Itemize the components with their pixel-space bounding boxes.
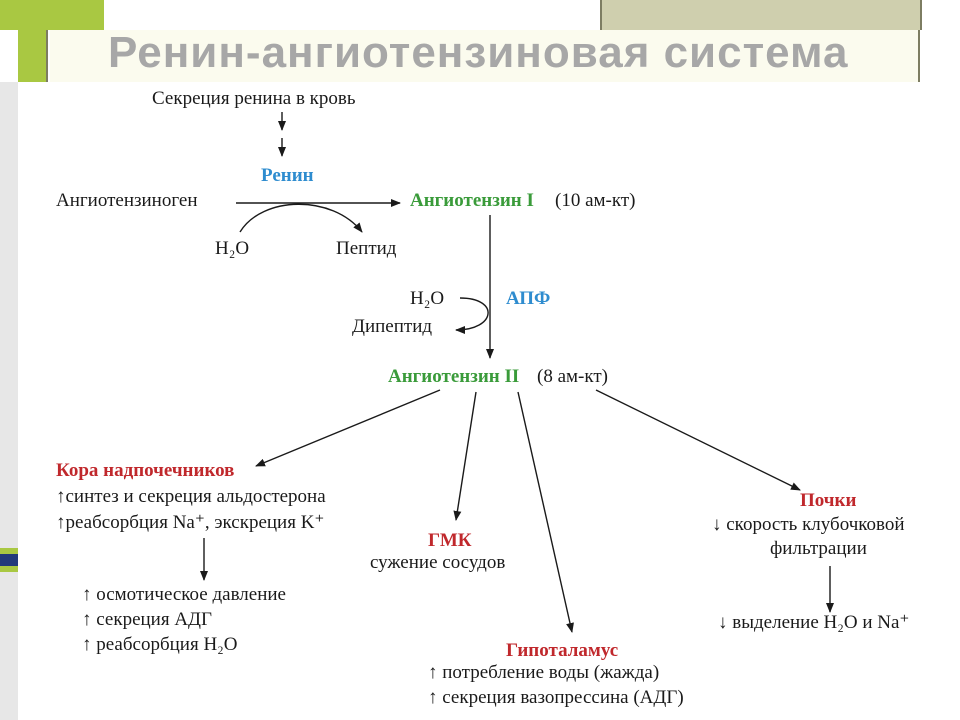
header-accent-green (0, 0, 104, 30)
header-corner (920, 0, 960, 30)
title-band-inner (50, 30, 918, 82)
adrenal-line-2: реабсорбция Na⁺, экскреция K⁺ (65, 512, 325, 533)
arrow-to-adrenal (255, 389, 441, 467)
arrow-to-kidneys (595, 389, 801, 491)
renin-label: Ренин (261, 165, 314, 186)
kidneys-effect-2: выделение H₂O и Na⁺ (732, 612, 910, 633)
peptide-label: Пептид (336, 238, 397, 259)
ace-label: АПФ (506, 288, 551, 309)
kidneys-downstream: выделение H₂O и Na⁺ (718, 612, 909, 634)
angiotensin-1-label: Ангиотензин I (410, 190, 534, 211)
angiotensin-1-note: (10 ам-кт) (555, 190, 636, 211)
header-bar (104, 0, 600, 31)
kidneys-effect-1: скорость клубочковой (712, 514, 905, 536)
smc-title: ГМК (428, 530, 472, 551)
adrenal-effect-2: секреция АДГ (96, 609, 213, 630)
arrow-peptide-curve (239, 203, 363, 233)
title-band-divider (918, 30, 920, 82)
smc-effect: сужение сосудов (370, 552, 506, 573)
adrenal-cortex-title: Кора надпочечников (56, 460, 235, 481)
hypothalamus-line-2: секреция вазопрессина (АДГ) (442, 687, 684, 708)
arrow-to-smc (453, 391, 477, 521)
hypothalamus-line-1: потребление воды (жажда) (442, 662, 660, 683)
angiotensin-2-note: (8 ам-кт) (537, 366, 608, 387)
adrenal-effect-1: осмотическое давление (96, 584, 286, 605)
dipeptide-label: Дипептид (352, 316, 433, 337)
water-label-2: H₂O (410, 288, 445, 309)
slide-title: Ренин-ангиотензиновая система (108, 28, 849, 77)
adrenal-downstream-3: реабсорбция H₂O (82, 634, 238, 656)
arrow-dipeptide-curve (455, 297, 489, 334)
adrenal-downstream-2: секреция АДГ (82, 609, 212, 631)
angiotensinogen-label: Ангиотензиноген (56, 190, 198, 211)
adrenal-effect-3: реабсорбция H₂O (96, 634, 238, 655)
kidneys-effect-1b: фильтрации (770, 538, 867, 559)
adrenal-line-1: синтез и секреция альдостерона (65, 486, 326, 507)
water-label: H₂O (215, 238, 250, 259)
hypothalamus-effect-1: потребление воды (жажда) (428, 662, 659, 684)
hypothalamus-title: Гипоталамус (506, 640, 619, 661)
arrow-to-hypothalamus (517, 391, 574, 633)
kidneys-line-1: скорость клубочковой (726, 514, 905, 535)
hypothalamus-effect-2: секреция вазопрессина (АДГ) (428, 687, 684, 709)
angiotensin-2-label: Ангиотензин II (388, 366, 520, 387)
header-accent-khaki (600, 0, 920, 30)
adrenal-effect-aldosterone: синтез и секреция альдостерона (56, 486, 326, 508)
left-strip-marker (0, 554, 18, 566)
adrenal-downstream-1: осмотическое давление (82, 584, 286, 606)
adrenal-effect-reabsorption: реабсорбция Na⁺, экскреция K⁺ (56, 512, 325, 534)
kidneys-title: Почки (800, 490, 857, 511)
title-band-divider (46, 30, 48, 82)
renin-secretion-label: Секреция ренина в кровь (152, 88, 356, 109)
title-band-accent (18, 30, 46, 82)
